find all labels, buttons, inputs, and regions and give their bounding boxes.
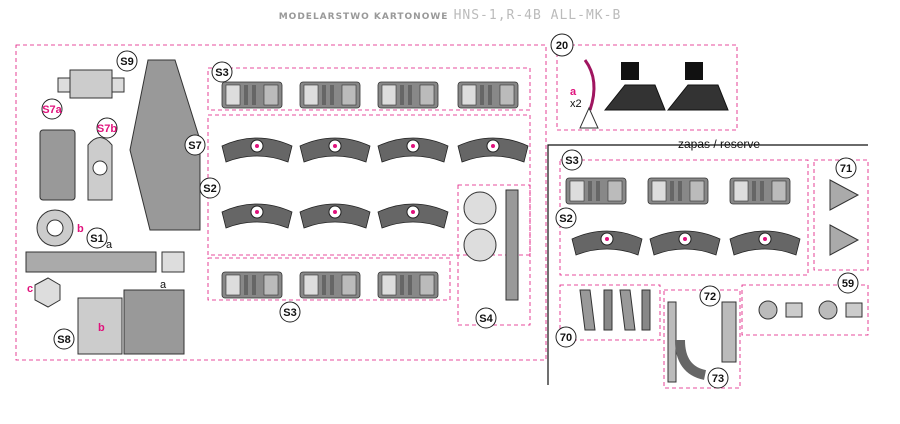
label-s7: S7 — [188, 140, 201, 152]
label-s3-bottom: S3 — [283, 307, 296, 319]
label-20: 20 — [556, 40, 568, 52]
brand-text: MODELARSTWO KARTONOWE — [278, 12, 449, 22]
s2-ring-3 — [377, 137, 449, 163]
main-sheet-border — [15, 44, 547, 361]
part-s8: c b a S8 — [27, 277, 185, 355]
s3-strip-1 — [221, 81, 283, 109]
s2-ring-2 — [299, 137, 371, 163]
label-72: 72 — [704, 291, 716, 303]
s3-top-border — [207, 67, 531, 111]
part-59-border — [741, 284, 869, 336]
part-s7: S7 — [129, 59, 206, 231]
letter-b-s8: b — [98, 322, 105, 334]
s2-ring-5 — [221, 203, 293, 229]
label-s3-top: S3 — [215, 67, 228, 79]
letter-a: a — [106, 239, 113, 251]
reserve-label: zapas / reserve — [678, 137, 760, 151]
letter-a-20: a — [570, 86, 577, 98]
reserve-s3-strip-2 — [647, 177, 709, 205]
label-70: 70 — [560, 332, 572, 344]
part-71-border — [813, 159, 869, 271]
s3-strip-7 — [377, 271, 439, 299]
part-s9: S9 — [57, 50, 138, 99]
label-59: 59 — [842, 278, 854, 290]
part-s1: b S1 a — [25, 209, 185, 273]
s2-ring-1 — [221, 137, 293, 163]
sheet-header: MODELARSTWO KARTONOWE HNS-1,R-4B ALL-MK-… — [0, 8, 900, 23]
s3-strip-6 — [299, 271, 361, 299]
reserve-s3-strip-1 — [565, 177, 627, 205]
label-s2: S2 — [203, 183, 216, 195]
reserve-divider — [547, 144, 868, 385]
label-s7b: S7b — [97, 123, 117, 135]
reserve-s3-strip-3 — [729, 177, 791, 205]
letter-a-s8: a — [160, 279, 167, 291]
label-x2: x2 — [570, 98, 582, 110]
label-s8: S8 — [57, 334, 70, 346]
label-s4: S4 — [479, 313, 493, 325]
s2-ring-7 — [377, 203, 449, 229]
label-73: 73 — [712, 373, 724, 385]
label-reserve-s2: S2 — [559, 213, 572, 225]
label-s9: S9 — [120, 56, 133, 68]
s2-ring-4 — [457, 137, 529, 163]
label-71: 71 — [840, 163, 852, 175]
s4-border — [457, 184, 531, 326]
label-s1: S1 — [90, 233, 103, 245]
reserve-s2-ring-1 — [571, 230, 643, 256]
model-code: HNS-1,R-4B ALL-MK-B — [453, 8, 622, 23]
part-s7a: S7a — [39, 98, 76, 201]
label-s7a: S7a — [42, 104, 62, 116]
label-reserve-s3: S3 — [565, 155, 578, 167]
part-s7b: S7b — [87, 117, 118, 201]
s2-ring-6 — [299, 203, 371, 229]
reserve-s3-s2-border — [559, 159, 809, 276]
s3-bottom-border — [207, 257, 451, 301]
reserve-s2-ring-3 — [729, 230, 801, 256]
letter-c: c — [27, 283, 33, 295]
s3-strip-4 — [457, 81, 519, 109]
reserve-s2-ring-2 — [649, 230, 721, 256]
part-70-border — [559, 284, 661, 341]
s3-strip-5 — [221, 271, 283, 299]
s3-strip-2 — [299, 81, 361, 109]
letter-b: b — [77, 223, 84, 235]
s3-strip-3 — [377, 81, 439, 109]
